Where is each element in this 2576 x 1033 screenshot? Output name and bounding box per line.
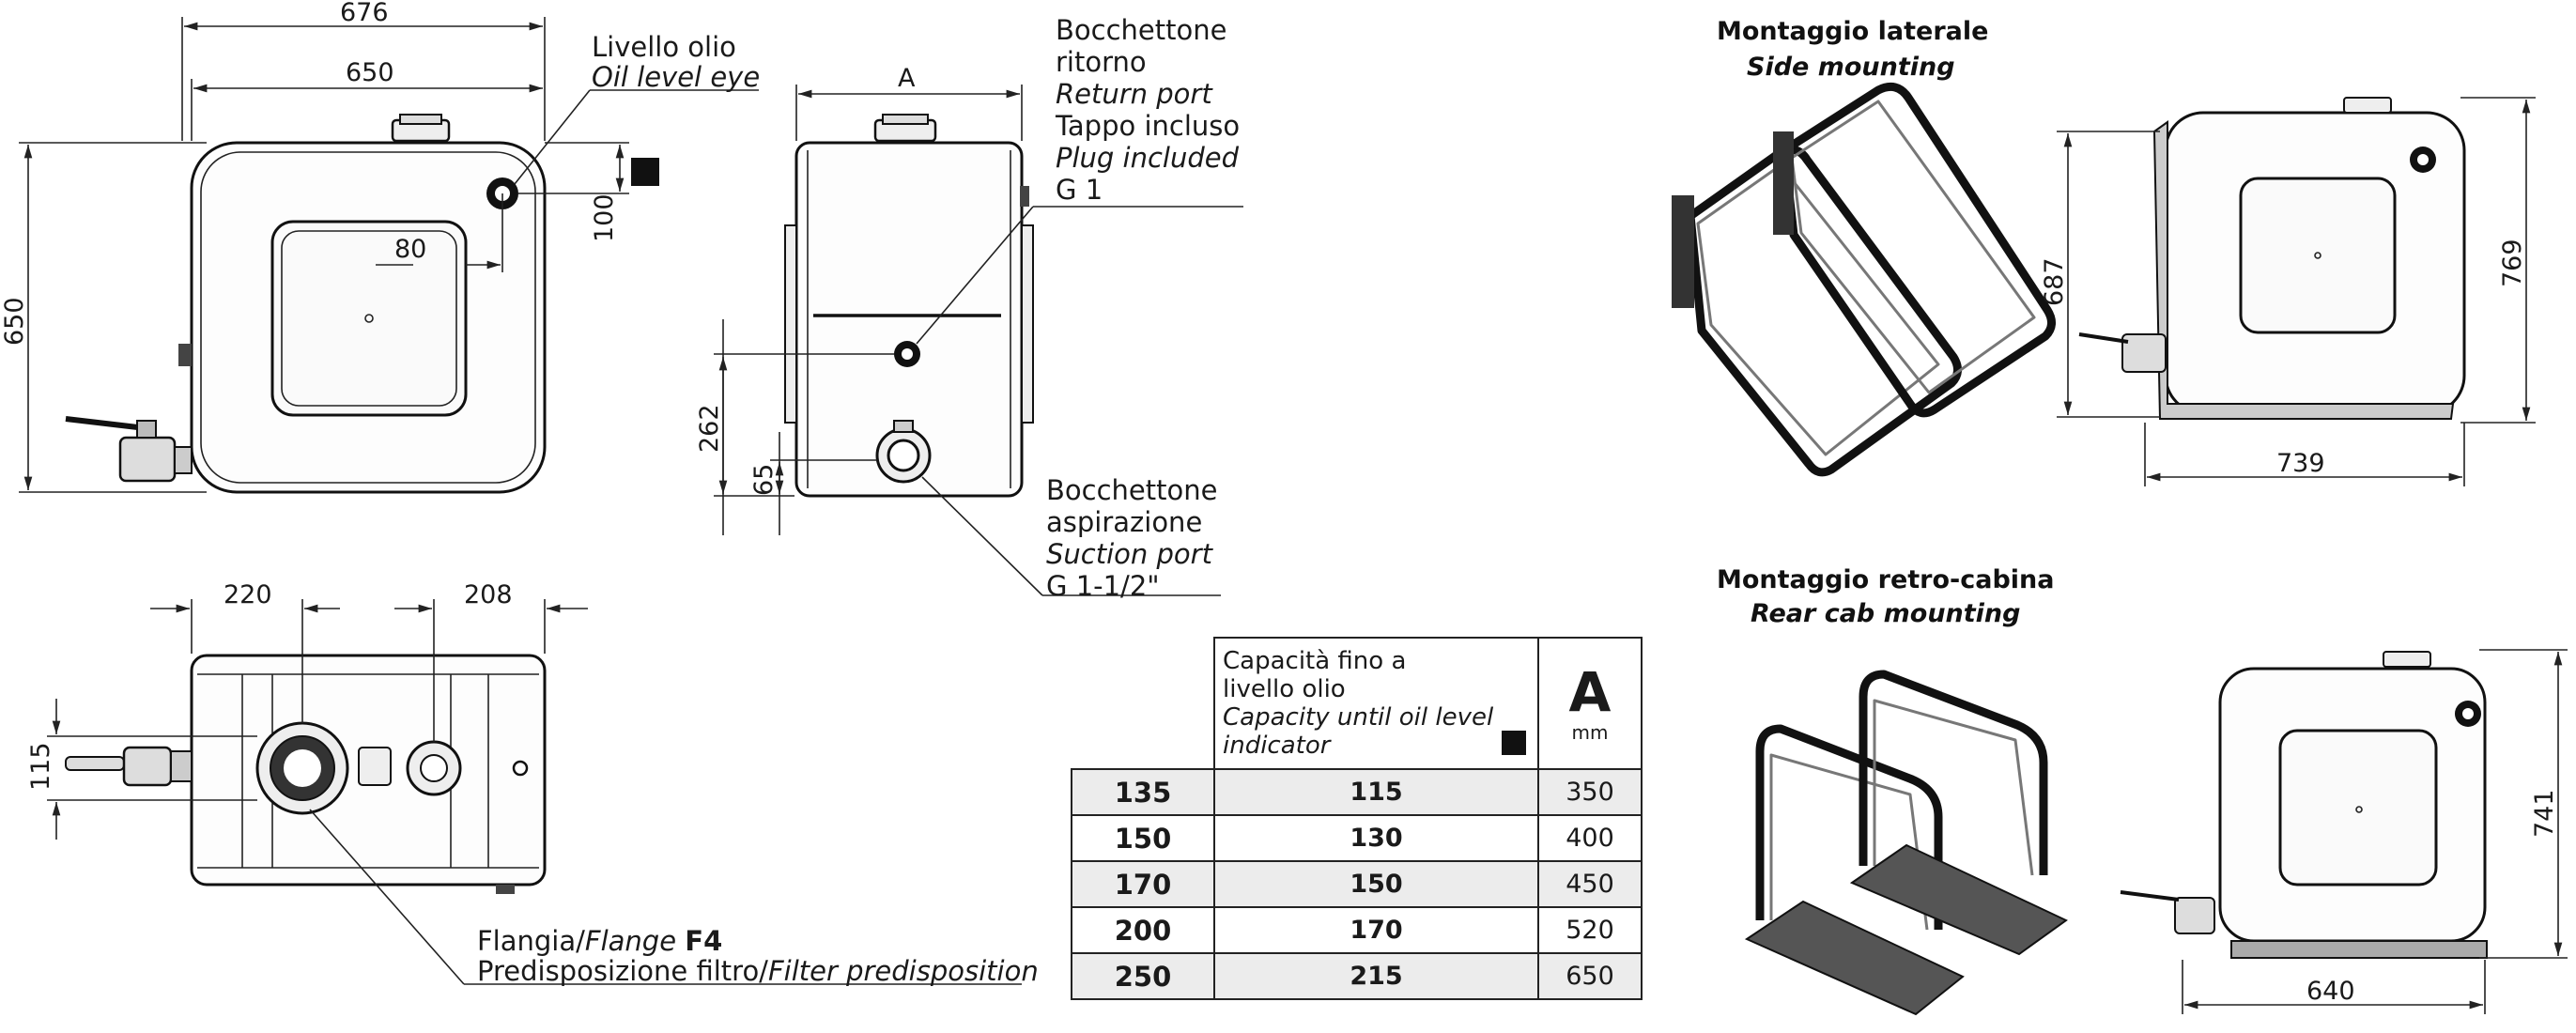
- suction-port-label: Bocchettone aspirazione Suction port G 1…: [1046, 474, 1217, 602]
- table-row: 150 130 400: [1071, 814, 1643, 862]
- rear-mounting-brackets-icon: [1744, 670, 2068, 1016]
- side-mounting-title-en: Side mounting: [1747, 53, 1955, 82]
- rear-mounting-title-en: Rear cab mounting: [1751, 599, 2020, 628]
- dim-208: 208: [464, 580, 513, 609]
- front-inspection-cover: [270, 220, 468, 417]
- dim-220: 220: [224, 580, 272, 609]
- dim-687: 687: [2040, 257, 2069, 306]
- flange-f4-icon: [255, 721, 349, 815]
- dim-115: 115: [26, 742, 55, 791]
- svg-text:Plug included: Plug included: [1056, 142, 1240, 174]
- dim-739: 739: [2276, 449, 2325, 478]
- dim-100: 100: [590, 193, 619, 242]
- top-ball-valve-icon: [65, 746, 193, 787]
- dim-650-top: 650: [346, 58, 394, 87]
- capacity-header: Capacità fino a livello olio Capacity un…: [1213, 637, 1539, 770]
- svg-text:Return port: Return port: [1056, 78, 1213, 110]
- front-ball-valve-icon: [65, 416, 193, 483]
- side-view: A 262 65 Bocchettone ritorno Return port…: [695, 14, 1243, 602]
- svg-text:Bocchettone: Bocchettone: [1046, 474, 1217, 506]
- svg-text:Tappo incluso: Tappo incluso: [1055, 110, 1240, 142]
- dim-65: 65: [749, 464, 779, 496]
- rear-mounting-section: Montaggio retro-cabina Rear cab mounting…: [1717, 565, 2568, 1016]
- suction-port-icon: [875, 420, 932, 484]
- dim-676: 676: [340, 0, 389, 27]
- table-row: 170 150 450: [1071, 860, 1643, 908]
- oil-level-label-en: Oil level eye: [592, 61, 760, 93]
- svg-text:Bocchettone: Bocchettone: [1056, 14, 1226, 46]
- capacity-table: Capacità fino a livello olio Capacity un…: [1071, 637, 1643, 1000]
- front-view: 676 650 650 80 100 Livello olio Oil leve…: [0, 0, 760, 494]
- dim-262: 262: [695, 404, 724, 453]
- rear-mounting-title-it: Montaggio retro-cabina: [1717, 565, 2054, 594]
- svg-text:G 1: G 1: [1056, 174, 1103, 206]
- side-mounting-assembly: [2078, 97, 2466, 420]
- dim-741: 741: [2530, 789, 2559, 838]
- oil-level-label-it: Livello olio: [592, 31, 736, 63]
- front-filler-cap-icon: [391, 114, 451, 143]
- side-mounting-title-it: Montaggio laterale: [1717, 17, 1988, 46]
- dim-650-left: 650: [0, 297, 29, 346]
- filter-label: Predisposizione filtro/Filter predisposi…: [477, 955, 1039, 987]
- side-mounting-brackets-icon: [1672, 82, 2056, 477]
- dim-A: A: [898, 64, 916, 93]
- dim-640: 640: [2306, 977, 2355, 1006]
- side-mounting-section: Montaggio laterale Side mounting 687 769: [1672, 17, 2536, 486]
- table-header-row: Capacità fino a livello olio Capacity un…: [1072, 637, 1643, 770]
- svg-text:G 1-1/2": G 1-1/2": [1046, 570, 1160, 602]
- dim-769: 769: [2498, 239, 2527, 287]
- rear-mounting-assembly: [2120, 651, 2488, 959]
- svg-text:ritorno: ritorno: [1056, 46, 1147, 78]
- flange-label: Flangia/Flange F4: [477, 925, 722, 957]
- svg-text:aspirazione: aspirazione: [1046, 506, 1202, 538]
- table-row: 135 115 350: [1071, 768, 1643, 816]
- top-view: 220 208 115 Flangia/Flange F4 Predisposi…: [26, 580, 1039, 987]
- oil-level-marker-square: [631, 158, 659, 186]
- svg-text:Suction port: Suction port: [1046, 538, 1214, 570]
- table-row: 250 215 650: [1071, 952, 1643, 1000]
- a-header: A mm: [1537, 637, 1643, 770]
- dim-80: 80: [394, 235, 426, 264]
- table-row: 200 170 520: [1071, 906, 1643, 954]
- oil-level-marker-square: [1502, 731, 1526, 755]
- return-port-label: Bocchettone ritorno Return port Tappo in…: [1055, 14, 1240, 206]
- side-filler-cap-icon: [873, 114, 937, 143]
